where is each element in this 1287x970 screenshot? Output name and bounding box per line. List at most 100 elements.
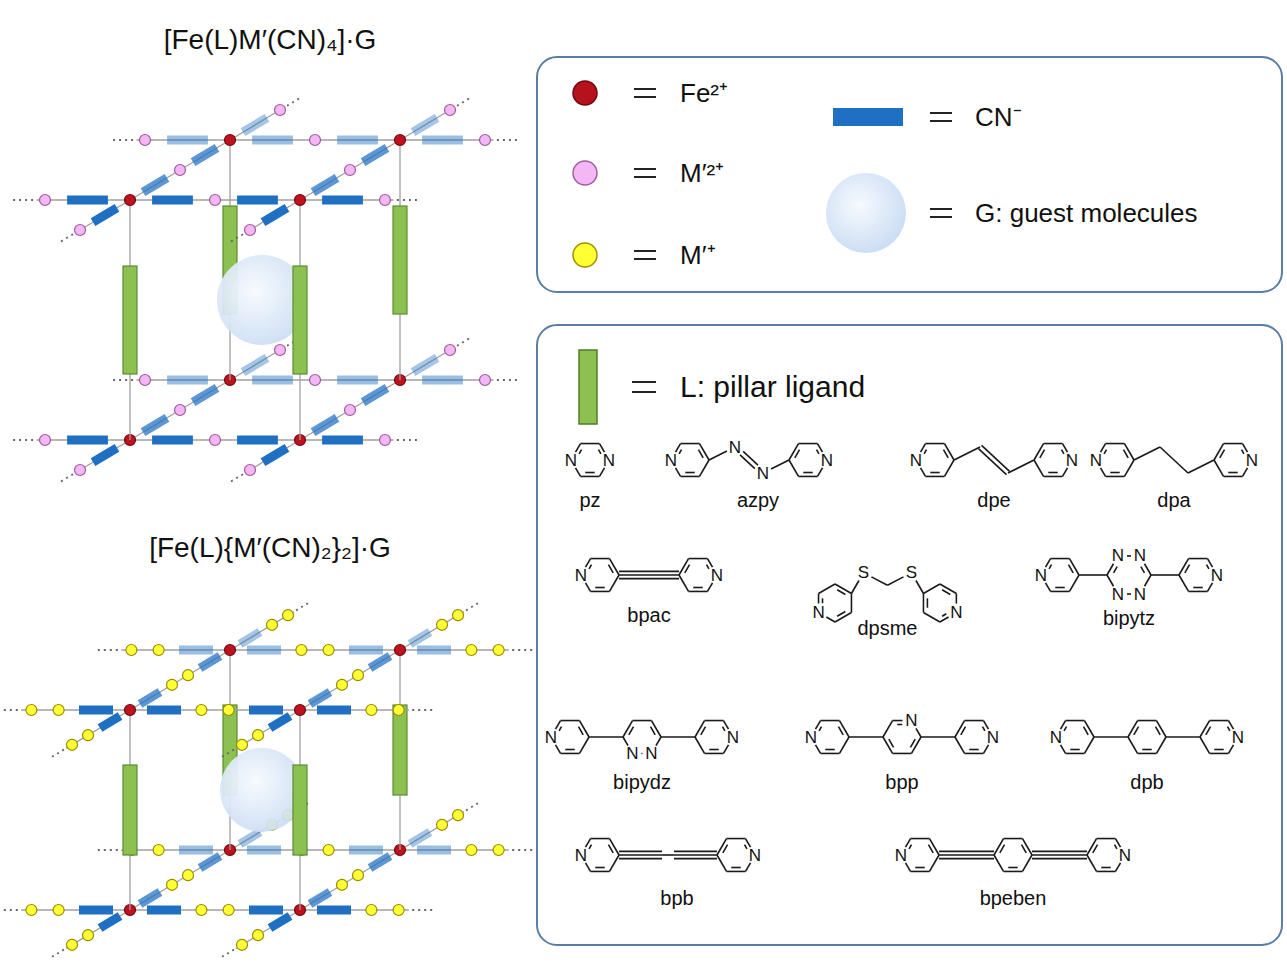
chemical-bond bbox=[1032, 858, 1087, 860]
metal-node bbox=[223, 705, 234, 716]
chemical-bond bbox=[939, 854, 994, 856]
chemical-bond bbox=[940, 584, 956, 594]
legend-swatch bbox=[573, 243, 597, 267]
chemical-bond bbox=[679, 575, 689, 591]
chemical-bond bbox=[1208, 583, 1213, 592]
equals-sign bbox=[634, 96, 656, 98]
chemical-bond bbox=[610, 839, 620, 855]
ring-double-bond bbox=[969, 749, 978, 751]
equals-sign bbox=[930, 112, 952, 114]
atom-label: N bbox=[645, 745, 657, 762]
chemical-bond bbox=[912, 737, 922, 753]
grid-line bbox=[400, 849, 509, 850]
ring-double-bond bbox=[706, 565, 708, 569]
chemical-bond bbox=[816, 745, 821, 754]
grid-end-dots bbox=[397, 199, 421, 201]
ring-double-bond bbox=[1114, 567, 1118, 573]
chemical-bond bbox=[589, 736, 623, 738]
metal-node bbox=[237, 939, 248, 950]
cyanide-bar bbox=[417, 846, 451, 855]
ring-double-bond bbox=[731, 867, 740, 869]
equals-sign bbox=[632, 381, 656, 383]
chemical-bond bbox=[1138, 720, 1157, 722]
ring-double-bond bbox=[679, 450, 681, 454]
cyanide-bar bbox=[263, 448, 287, 462]
ring-double-bond bbox=[1228, 472, 1237, 474]
ring-double-bond bbox=[723, 845, 728, 853]
chemical-bond bbox=[1106, 443, 1125, 445]
chemical-bond bbox=[1224, 476, 1243, 478]
atom-label: N bbox=[1066, 452, 1078, 469]
ring-double-bond bbox=[1206, 565, 1208, 569]
atom-label: N bbox=[711, 567, 723, 584]
ring-double-bond bbox=[585, 472, 594, 474]
cyanide-bar bbox=[247, 846, 281, 855]
cyanide-bar bbox=[349, 646, 383, 655]
ring-double-bond bbox=[1061, 450, 1063, 454]
ring-double-bond bbox=[924, 450, 926, 454]
grid-end-dots bbox=[497, 139, 521, 141]
atom-label: N bbox=[729, 439, 741, 456]
pillar-ligand bbox=[123, 765, 137, 855]
atom-label: N bbox=[1112, 547, 1124, 564]
ring-double-bond bbox=[1185, 565, 1190, 573]
metal-node bbox=[75, 225, 86, 236]
chemical-bond bbox=[1200, 737, 1210, 753]
chemical-bond bbox=[923, 594, 925, 613]
equals-sign bbox=[634, 250, 656, 252]
grid-line bbox=[300, 709, 409, 710]
metal-node bbox=[310, 375, 321, 386]
atom-label: N bbox=[821, 452, 833, 469]
equals-sign bbox=[930, 216, 952, 218]
chemical-bond bbox=[1200, 721, 1210, 737]
chemical-bond bbox=[893, 753, 912, 755]
chemical-bond bbox=[789, 444, 799, 460]
metal-node bbox=[380, 195, 391, 206]
metal-node bbox=[337, 679, 348, 690]
metal-node bbox=[275, 105, 286, 116]
cyanide-bar bbox=[270, 916, 290, 928]
chemical-bond bbox=[1214, 444, 1224, 460]
chemical-bond bbox=[705, 753, 724, 755]
chemical-bond bbox=[1243, 468, 1248, 477]
chemical-bond bbox=[1229, 745, 1234, 754]
metal-node bbox=[253, 730, 264, 741]
atom-label: N bbox=[727, 729, 739, 746]
ring-double-bond bbox=[803, 472, 812, 474]
chemical-bond bbox=[994, 855, 1004, 871]
chemical-bond bbox=[916, 580, 924, 593]
cyanide-bar bbox=[252, 136, 293, 145]
legend-text: G: guest molecules bbox=[975, 200, 1198, 226]
chemical-bond bbox=[799, 443, 818, 445]
ligand-box bbox=[537, 325, 1282, 945]
equals-sign bbox=[930, 208, 952, 210]
atom-label: N bbox=[545, 729, 557, 746]
chemical-bond bbox=[893, 720, 903, 722]
atom-label: N bbox=[1112, 586, 1124, 603]
grid-end-dots bbox=[296, 602, 310, 610]
chemical-bond bbox=[1214, 460, 1224, 476]
ring-double-bond bbox=[1104, 450, 1106, 454]
chemical-bond bbox=[1008, 460, 1034, 473]
metal-node bbox=[196, 905, 207, 916]
chemical-bond bbox=[1087, 839, 1097, 855]
ring-double-bond bbox=[1101, 867, 1110, 869]
cyanide-bar bbox=[193, 148, 217, 162]
iron-node bbox=[395, 135, 406, 146]
chemical-bond bbox=[835, 584, 851, 594]
chemical-bond bbox=[1063, 468, 1068, 477]
grid-end-dots bbox=[287, 97, 301, 105]
chemical-bond bbox=[851, 594, 853, 613]
chemical-bond bbox=[1157, 737, 1167, 753]
chemical-bond bbox=[916, 728, 921, 737]
cyanide-bar bbox=[67, 196, 108, 205]
metal-node bbox=[437, 619, 448, 630]
chemical-bond bbox=[1166, 736, 1200, 738]
metal-node bbox=[153, 645, 164, 656]
atom-label: N bbox=[626, 745, 638, 762]
chemical-bond bbox=[1070, 559, 1080, 575]
chemical-bond bbox=[1044, 476, 1063, 478]
chemical-bond bbox=[965, 720, 984, 722]
metal-node bbox=[366, 905, 377, 916]
chemical-bond bbox=[1145, 564, 1152, 575]
